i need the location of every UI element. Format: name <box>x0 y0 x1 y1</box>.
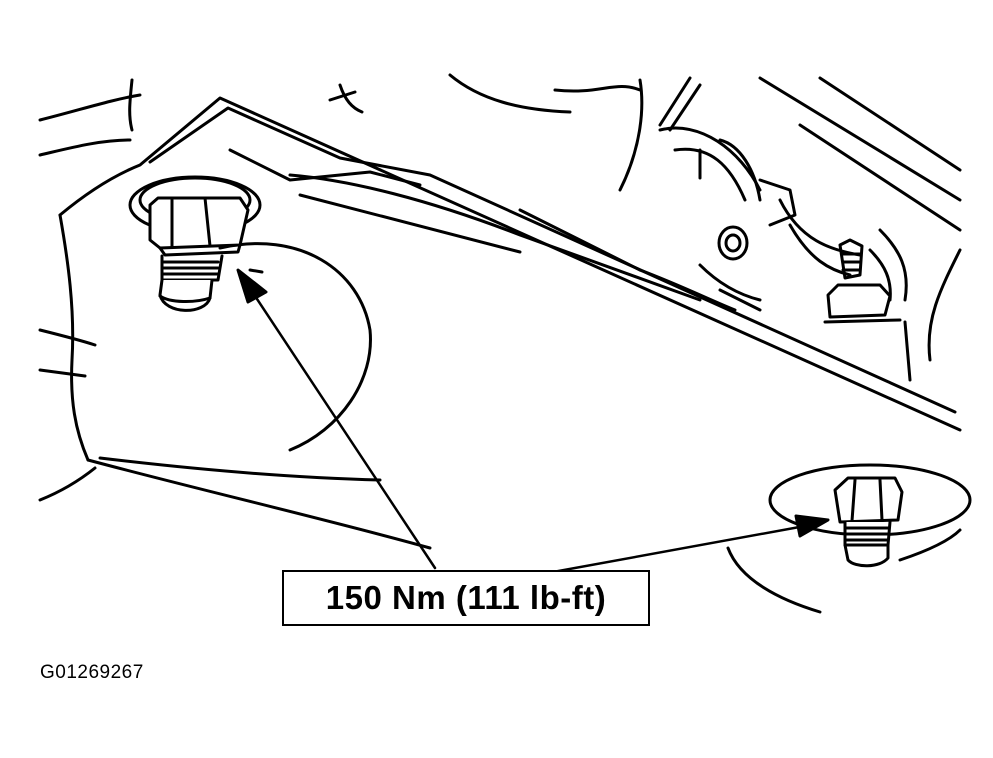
chassis-lines <box>38 73 962 502</box>
arrow-icon <box>518 514 830 580</box>
torque-callout: 150 Nm (111 lb-ft) <box>282 570 650 626</box>
torque-label: 150 Nm (111 lb-ft) <box>325 579 607 616</box>
figure-id: G01269267 <box>40 662 144 683</box>
arrow-icon <box>236 268 437 570</box>
hose-assembly <box>658 126 908 312</box>
crossmember-body <box>58 96 962 550</box>
hex-bolt-icon <box>726 463 972 614</box>
hex-bolt-icon <box>823 238 912 382</box>
hex-bolt-icon <box>128 175 264 312</box>
